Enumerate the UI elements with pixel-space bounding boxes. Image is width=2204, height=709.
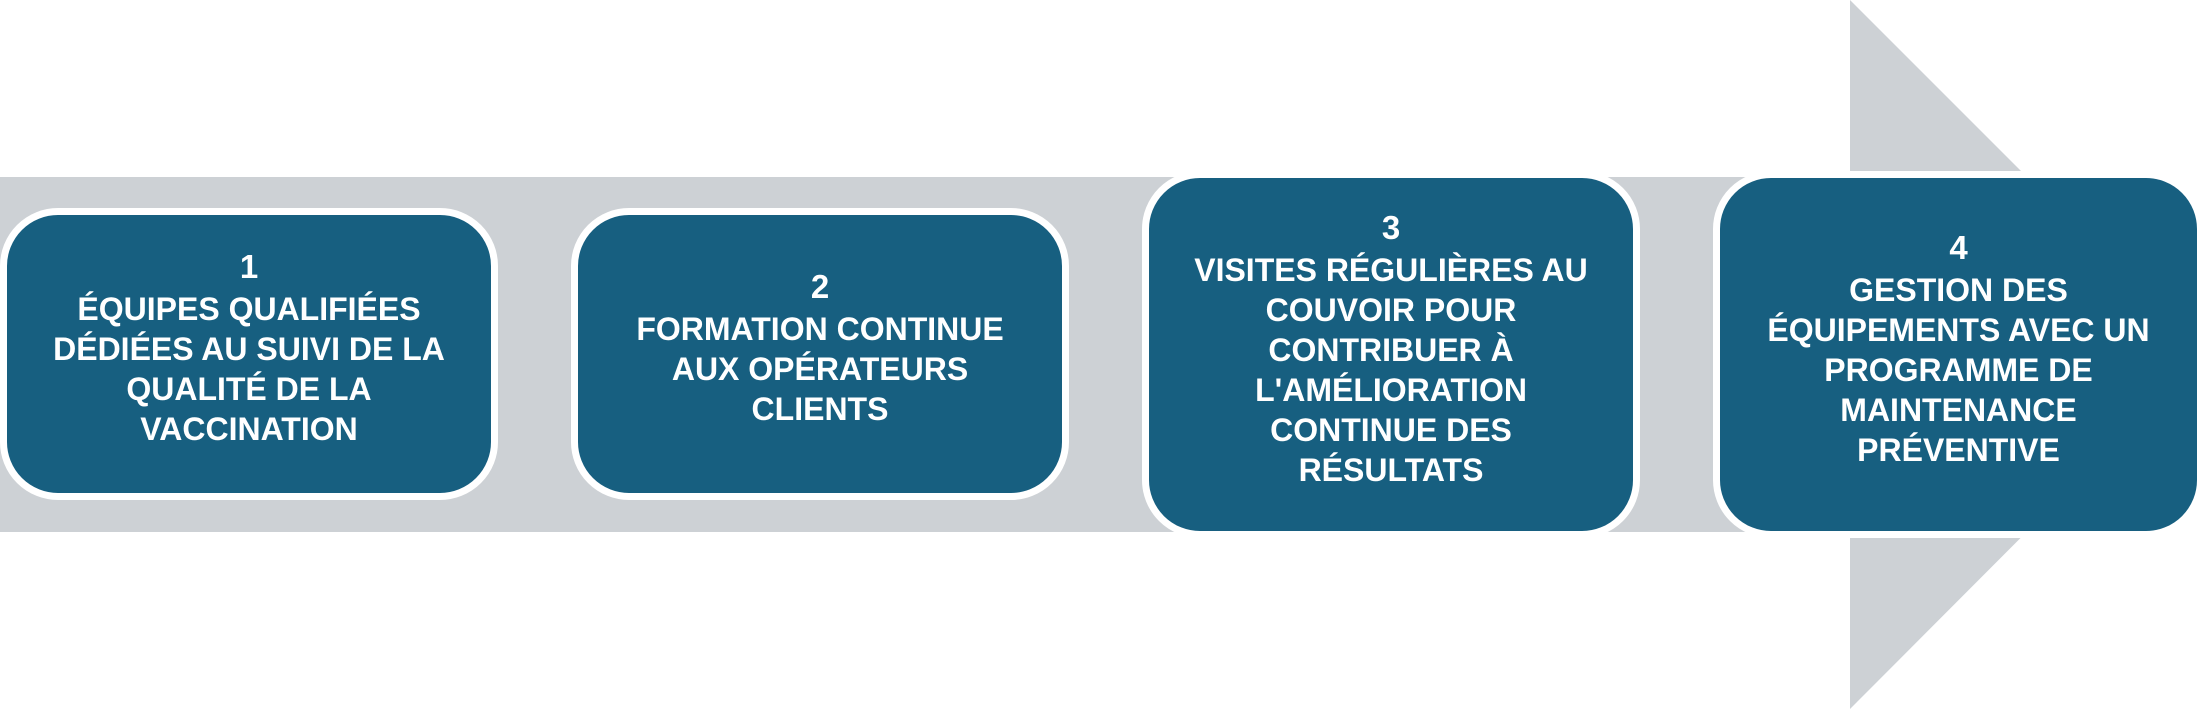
- step-box-3: 3 VISITES RÉGULIÈRES AU COUVOIR POUR CON…: [1142, 171, 1640, 538]
- step-text: FORMATION CONTINUE AUX OPÉRATEURS CLIENT…: [636, 311, 1004, 427]
- step-box-1: 1 ÉQUIPES QUALIFIÉES DÉDIÉES AU SUIVI DE…: [0, 208, 498, 500]
- step-number: 2: [810, 268, 830, 305]
- step-text: VISITES RÉGULIÈRES AU COUVOIR POUR CONTR…: [1194, 251, 1588, 488]
- step-text: ÉQUIPES QUALIFIÉES DÉDIÉES AU SUIVI DE L…: [53, 291, 445, 447]
- step-number: 3: [1381, 208, 1401, 246]
- step-number: 4: [1949, 228, 1968, 266]
- step-text: GESTION DES ÉQUIPEMENTS AVEC UN PROGRAMM…: [1767, 271, 2150, 468]
- step-box-2: 2 FORMATION CONTINUE AUX OPÉRATEURS CLIE…: [571, 208, 1069, 500]
- step-box-4: 4 GESTION DES ÉQUIPEMENTS AVEC UN PROGRA…: [1713, 171, 2204, 538]
- step-number: 1: [239, 248, 259, 285]
